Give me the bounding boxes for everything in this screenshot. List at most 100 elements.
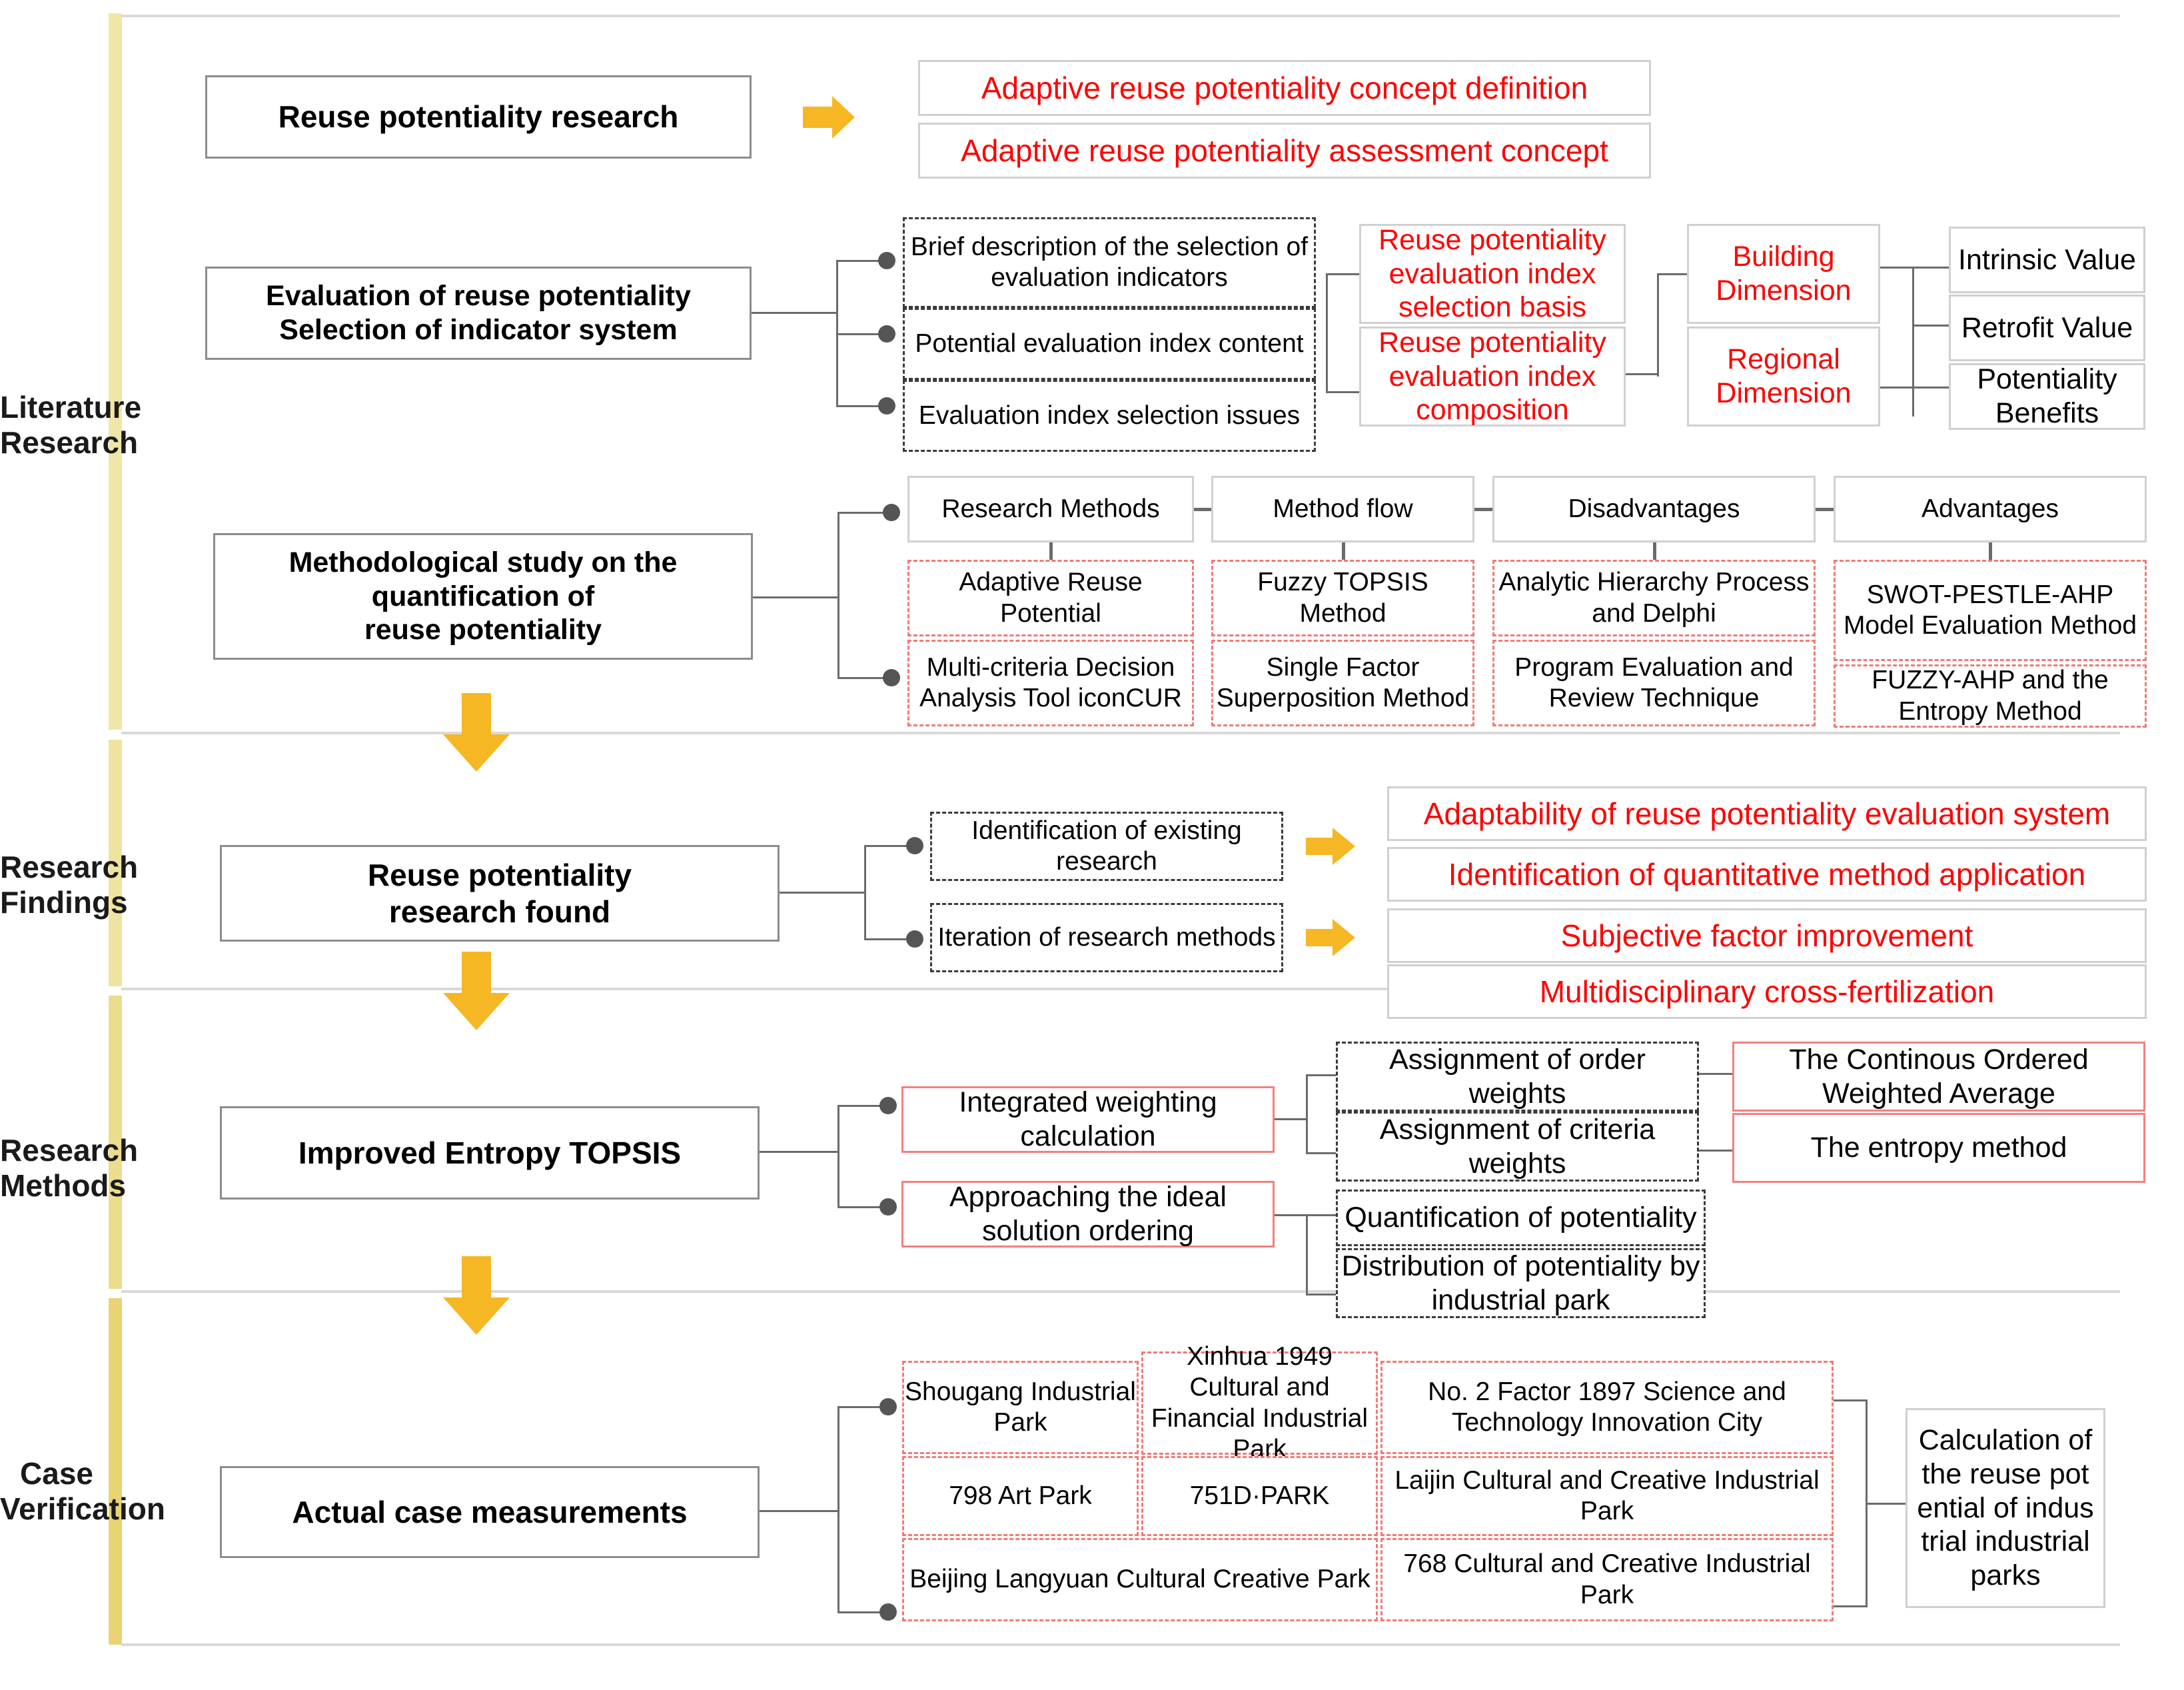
row3-header-2[interactable]: Disadvantages — [1492, 476, 1816, 542]
row4-dashed-0-label: Identification of existing research — [971, 816, 1242, 876]
row3-header-3[interactable]: Advantages — [1834, 476, 2147, 542]
stage-label-literature-line2: Research — [0, 424, 139, 460]
row5-conn-top — [1275, 1118, 1308, 1120]
row2-node-0 — [878, 252, 895, 269]
row3-vconn-1 — [1342, 542, 1345, 560]
row6-case-7[interactable]: 768 Cultural and Creative Industrial Par… — [1380, 1538, 1834, 1621]
row2-redbox-0[interactable]: Reuse potentiality evaluation index sele… — [1359, 224, 1626, 324]
row6-case-1[interactable]: Xinhua 1949 Cultural and Financial Indus… — [1141, 1342, 1378, 1463]
row6-case-4-label: 751D·PARK — [1189, 1481, 1330, 1510]
row3-branch-1 — [837, 677, 887, 679]
row2-dimension-0[interactable]: Building Dimension — [1687, 224, 1880, 324]
row3-cell-a1[interactable]: Fuzzy TOPSIS Method — [1211, 560, 1474, 636]
row3-cell-b0-label: Multi-criteria Decision Analysis Tool ic… — [919, 652, 1182, 712]
row3-cell-b3[interactable]: FUZZY-AHP and the Entropy Method — [1834, 664, 2147, 728]
row6-case-3[interactable]: 798 Art Park — [902, 1456, 1139, 1536]
row2-dashed-0[interactable]: Brief description of the selection of ev… — [903, 217, 1316, 308]
row2-value-0-label: Intrinsic Value — [1958, 243, 2136, 276]
row2-redbox-1[interactable]: Reuse potentiality evaluation index comp… — [1359, 327, 1626, 426]
row2-main-line1: Evaluation of reuse potentiality — [266, 280, 691, 313]
row3-main-box[interactable]: Methodological study on the quantificati… — [213, 533, 753, 660]
row6-case-2[interactable]: No. 2 Factor 1897 Science and Technology… — [1380, 1361, 1834, 1454]
row5-main-box[interactable]: Improved Entropy TOPSIS — [220, 1106, 760, 1200]
row2-val-join-0 — [1880, 267, 1913, 269]
row3-vconn-0 — [1049, 542, 1053, 560]
row6-branch-0 — [837, 1406, 884, 1408]
stage-label-methods-line1: Research — [0, 1133, 139, 1168]
row4-branch-1 — [864, 938, 911, 940]
row3-cell-b0[interactable]: Multi-criteria Decision Analysis Tool ic… — [907, 640, 1194, 726]
row1-output-1[interactable]: Adaptive reuse potentiality assessment c… — [918, 123, 1651, 179]
row3-cell-a1-label: Fuzzy TOPSIS Method — [1257, 568, 1428, 628]
row5-dashed-top-0-label: Assignment of order weights — [1389, 1043, 1646, 1110]
row6-case-4[interactable]: 751D·PARK — [1141, 1456, 1378, 1536]
row4-output-1[interactable]: Identification of quantitative method ap… — [1387, 847, 2147, 902]
row6-case-5[interactable]: Laijin Cultural and Creative Industrial … — [1380, 1456, 1834, 1536]
row5-top-branch-0 — [1306, 1074, 1336, 1076]
row2-dashed-2[interactable]: Evaluation index selection issues — [903, 380, 1316, 452]
stage-label-case: Case Verification — [0, 1456, 165, 1527]
row6-result-label: Calculation of the reuse pot ential of i… — [1917, 1424, 2094, 1592]
row6-case-2-label: No. 2 Factor 1897 Science and Technology… — [1428, 1377, 1786, 1437]
row6-spine — [837, 1406, 839, 1613]
row5-dashed-bot-1[interactable]: Distribution of potentiality by industri… — [1336, 1248, 1706, 1318]
row2-redbox-1-label: Reuse potentiality evaluation index comp… — [1378, 326, 1606, 426]
row5-dashed-bot-0-label: Quantification of potentiality — [1345, 1202, 1697, 1234]
divider-2 — [121, 988, 2120, 990]
row6-node-1 — [879, 1603, 897, 1621]
stage-label-findings: Research Findings — [0, 850, 138, 920]
row5-method-0[interactable]: The Continous Ordered Weighted Average — [1732, 1042, 2145, 1112]
row3-spine — [837, 512, 839, 678]
row4-dashed-0[interactable]: Identification of existing research — [930, 812, 1283, 881]
row5-method-1[interactable]: The entropy method — [1732, 1113, 2145, 1183]
row4-output-3[interactable]: Multidisciplinary cross-fertilization — [1387, 964, 2147, 1019]
row3-cell-a0[interactable]: Adaptive Reuse Potential — [907, 560, 1194, 636]
row3-cell-b2[interactable]: Program Evaluation and Review Technique — [1492, 640, 1816, 726]
row4-output-0[interactable]: Adaptability of reuse potentiality evalu… — [1387, 786, 2147, 841]
row2-dashed-1[interactable]: Potential evaluation index content — [903, 308, 1316, 380]
row6-case-0[interactable]: Shougang Industrial Park — [902, 1361, 1139, 1454]
row2-branch-0 — [836, 260, 883, 262]
row2-red-branch-1 — [1326, 391, 1359, 393]
row3-header-2-label: Disadvantages — [1568, 494, 1740, 523]
row2-val-branch-1 — [1912, 325, 1949, 327]
stage-label-findings-line2: Findings — [0, 884, 128, 920]
row5-dashed-top-1[interactable]: Assignment of criteria weights — [1336, 1112, 1699, 1182]
row6-case-5-label: Laijin Cultural and Creative Industrial … — [1394, 1465, 1820, 1525]
row4-output-2-label: Subjective factor improvement — [1560, 918, 1973, 953]
arrow-down-literature-to-findings — [443, 693, 510, 772]
row1-output-1-label: Adaptive reuse potentiality assessment c… — [961, 133, 1608, 168]
row5-dashed-top-0[interactable]: Assignment of order weights — [1336, 1042, 1699, 1112]
row2-main-box[interactable]: Evaluation of reuse potentiality Selecti… — [205, 267, 752, 360]
row4-main-box[interactable]: Reuse potentiality research found — [220, 845, 780, 942]
row3-header-0[interactable]: Research Methods — [907, 476, 1194, 542]
row5-main-label: Improved Entropy TOPSIS — [298, 1135, 682, 1170]
row3-header-1[interactable]: Method flow — [1211, 476, 1474, 542]
row2-dim-trunk — [1626, 373, 1659, 375]
row5-dashed-bot-0[interactable]: Quantification of potentiality — [1336, 1190, 1706, 1246]
row4-output-2[interactable]: Subjective factor improvement — [1387, 908, 2147, 963]
row5-redbox-0[interactable]: Integrated weighting calculation — [901, 1086, 1275, 1153]
row1-output-0[interactable]: Adaptive reuse potentiality concept defi… — [918, 60, 1651, 116]
row3-cell-a2[interactable]: Analytic Hierarchy Process and Delphi — [1492, 560, 1816, 636]
row3-cell-a3[interactable]: SWOT-PESTLE-AHP Model Evaluation Method — [1834, 560, 2147, 661]
row4-spine — [864, 845, 866, 940]
row2-dim-spine — [1657, 273, 1659, 377]
stage-label-case-line1: Case — [20, 1456, 93, 1491]
row6-main-box[interactable]: Actual case measurements — [220, 1466, 760, 1558]
row6-result-box[interactable]: Calculation of the reuse pot ential of i… — [1906, 1408, 2105, 1608]
row2-value-0[interactable]: Intrinsic Value — [1949, 227, 2145, 293]
row4-dashed-1[interactable]: Iteration of research methods — [930, 903, 1283, 972]
row2-value-1[interactable]: Retrofit Value — [1949, 295, 2145, 361]
arrow-down-methods-to-case — [443, 1256, 510, 1335]
row3-cell-b1[interactable]: Single Factor Superposition Method — [1211, 640, 1474, 726]
row5-redbox-1[interactable]: Approaching the ideal solution ordering — [901, 1181, 1275, 1248]
row3-main-line2: quantification of — [371, 580, 595, 612]
row1-main-box[interactable]: Reuse potentiality research — [205, 75, 752, 159]
row2-dimension-1[interactable]: Regional Dimension — [1687, 327, 1880, 426]
row2-value-2[interactable]: Potentiality Benefits — [1949, 363, 2145, 430]
row2-dashed-2-label: Evaluation index selection issues — [918, 401, 1301, 430]
row2-val-branch-2 — [1912, 387, 1949, 389]
stage-label-methods-line2: Methods — [0, 1168, 127, 1203]
row6-case-6[interactable]: Beijing Langyuan Cultural Creative Park — [902, 1538, 1378, 1621]
